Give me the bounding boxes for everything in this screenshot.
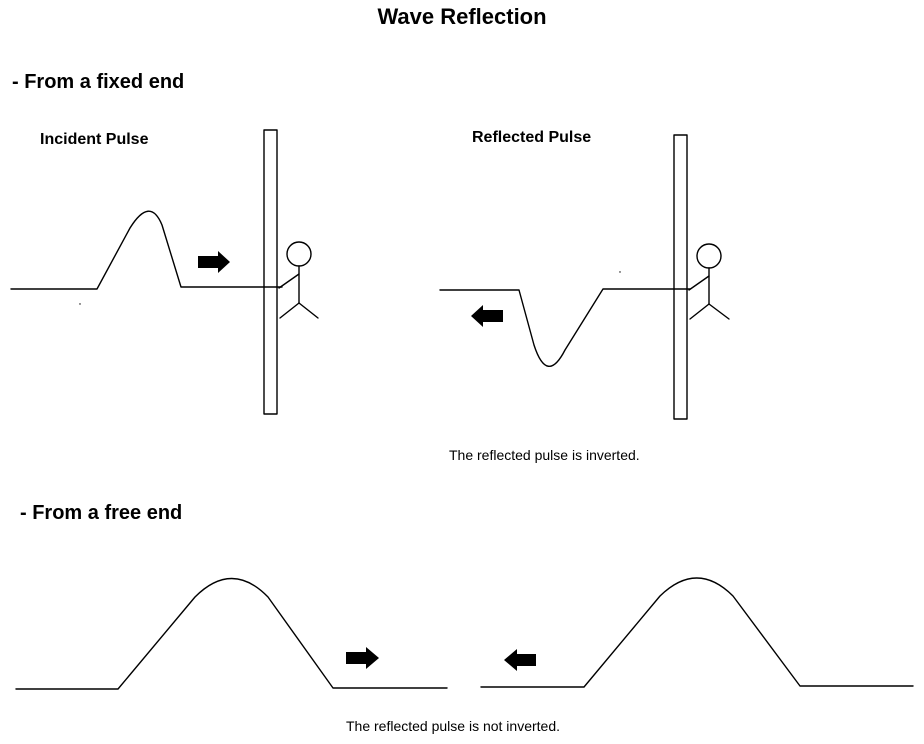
- free-reflected-wave: [480, 577, 914, 688]
- arrow-left-icon: [504, 649, 536, 671]
- incident-pulse-wave: [10, 210, 283, 290]
- person-head: [696, 243, 722, 269]
- stray-dot: [619, 271, 621, 273]
- free-incident-wave: [15, 577, 448, 690]
- fixed-end-caption: The reflected pulse is inverted.: [449, 447, 640, 463]
- fixed-wall-left: [263, 129, 278, 415]
- reflected-pulse-label: Reflected Pulse: [472, 129, 592, 146]
- free-end-caption: The reflected pulse is not inverted.: [346, 718, 561, 734]
- fixed-wall-right: [673, 134, 688, 420]
- person-head: [286, 241, 312, 267]
- free-end-heading: - From a free end: [20, 502, 183, 524]
- incident-pulse-label: Incident Pulse: [40, 131, 149, 148]
- stray-dot: [79, 303, 81, 305]
- diagram-title: Wave Reflection: [377, 4, 547, 29]
- fixed-end-heading: - From a fixed end: [12, 71, 185, 93]
- reflected-pulse-wave: [439, 288, 691, 367]
- person-figure-left: [278, 241, 319, 319]
- arrow-right-icon: [198, 251, 230, 273]
- person-figure-right: [688, 243, 730, 320]
- arrow-right-icon: [346, 647, 379, 669]
- arrow-left-icon: [471, 305, 503, 327]
